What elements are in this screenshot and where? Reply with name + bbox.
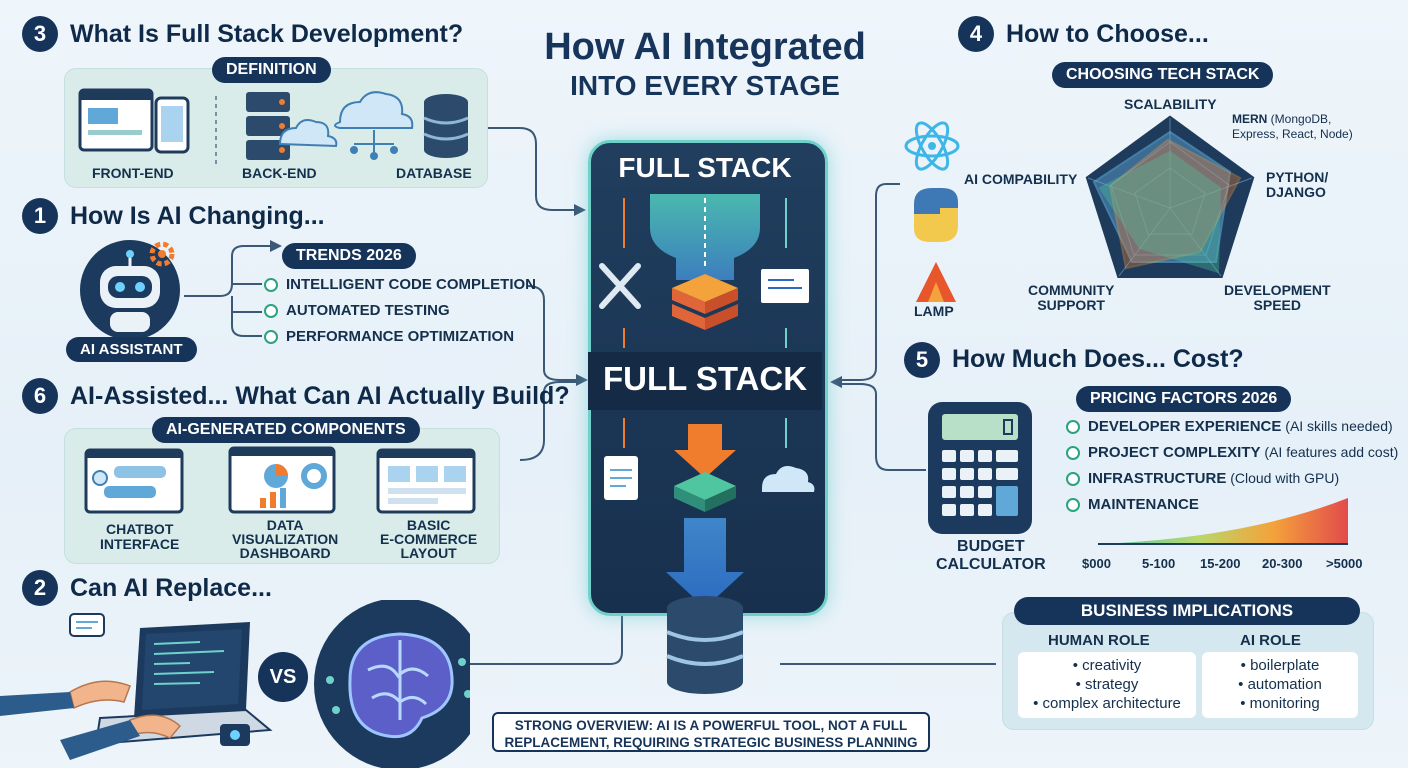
phone-icon <box>220 724 250 746</box>
brain-icon <box>314 600 470 768</box>
radar-chart <box>1085 115 1255 278</box>
hands-icon <box>0 680 182 760</box>
components-pill: AI-GENERATED COMPONENTS <box>152 417 420 443</box>
backend-label: BACK-END <box>242 165 317 181</box>
trends-pill: TRENDS 2026 <box>282 243 416 269</box>
pricing-factor: INFRASTRUCTURE (Cloud with GPU) <box>1066 470 1339 487</box>
section-6-number: 6 <box>22 378 58 414</box>
ai-assistant-badge: AI ASSISTANT <box>66 337 197 362</box>
ai-role-list: • boilerplate• automation• monitoring <box>1202 652 1358 718</box>
human-vs-ai-illustration <box>0 600 470 768</box>
database-label: DATABASE <box>396 165 472 181</box>
bullet-icon <box>1066 498 1080 513</box>
section-3-number: 3 <box>22 16 58 52</box>
trend-label: INTELLIGENT CODE COMPLETION <box>286 276 536 293</box>
react-icon <box>904 121 960 171</box>
bullet-icon <box>1066 446 1080 461</box>
layers-icon <box>672 274 738 330</box>
cloud-network-icon <box>334 91 414 160</box>
frontend-icon <box>78 88 190 154</box>
trend-item: AUTOMATED TESTING <box>264 302 450 319</box>
pricing-factor: DEVELOPER EXPERIENCE (AI skills needed) <box>1066 418 1393 435</box>
bullet-icon <box>1066 472 1080 487</box>
database-icon <box>423 94 469 158</box>
pricing-factor: MAINTENANCE <box>1066 496 1199 513</box>
pricing-factor: PROJECT COMPLEXITY (AI features add cost… <box>1066 444 1398 461</box>
vs-label: VS <box>269 665 297 688</box>
component-icons <box>84 446 476 514</box>
section-2-heading: Can AI Replace... <box>70 574 272 602</box>
ai-role-heading: AI ROLE <box>1240 632 1301 649</box>
bullet-icon <box>1066 420 1080 435</box>
python-icon <box>914 188 958 242</box>
bullet-icon <box>264 330 278 345</box>
lamp-label: LAMP <box>914 303 954 319</box>
section-5-number: 5 <box>904 342 940 378</box>
mern-label: MERN (MongoDB, Express, React, Node) <box>1232 112 1353 141</box>
monitor-icon <box>759 267 811 305</box>
bullet-icon <box>264 304 278 319</box>
document-icon <box>604 456 638 500</box>
human-role-heading: HUMAN ROLE <box>1048 632 1150 649</box>
trend-item: PERFORMANCE OPTIMIZATION <box>264 328 514 345</box>
tech-stack-pill: CHOOSING TECH STACK <box>1052 62 1274 88</box>
definition-pill: DEFINITION <box>212 57 331 83</box>
lamp-icon <box>916 262 956 302</box>
bullet-icon <box>264 278 278 293</box>
axis-scalability: SCALABILITY <box>1124 96 1217 112</box>
section-3-heading: What Is Full Stack Development? <box>70 20 464 48</box>
ecommerce-window-icon <box>376 448 476 514</box>
trend-label: PERFORMANCE OPTIMIZATION <box>286 328 515 345</box>
pricing-pill: PRICING FACTORS 2026 <box>1076 386 1292 412</box>
section-1-heading: How Is AI Changing... <box>70 202 325 230</box>
robot-assistant-icon <box>80 240 180 340</box>
section-4-number: 4 <box>958 16 994 52</box>
overview-banner: STRONG OVERVIEW: AI IS A POWERFUL TOOL, … <box>492 712 930 752</box>
backend-icon <box>246 92 338 160</box>
green-layers-icon <box>674 472 736 512</box>
pipeline-graphic <box>588 194 822 608</box>
definition-icons <box>78 88 469 166</box>
tech-logos <box>904 121 960 302</box>
frontend-label: FRONT-END <box>92 165 174 181</box>
axis-ai-compability: AI COMPABILITY <box>964 171 1078 187</box>
tools-icon <box>599 263 641 309</box>
chat-bubble-icon <box>69 613 105 637</box>
chatbot-window-icon <box>84 448 184 514</box>
cloud-icon <box>762 466 815 492</box>
section-2-number: 2 <box>22 570 58 606</box>
business-pill: BUSINESS IMPLICATIONS <box>1014 597 1360 625</box>
section-1-number: 1 <box>22 198 58 234</box>
trend-item: INTELLIGENT CODE COMPLETION <box>264 276 536 293</box>
python-django-label: PYTHON/DJANGO <box>1266 169 1329 200</box>
section-6-heading: AI-Assisted... What Can AI Actually Buil… <box>70 382 570 410</box>
cost-gradient-bar <box>1098 498 1348 545</box>
main-title: How AI Integrated INTO EVERY STAGE <box>500 26 910 104</box>
full-stack-top-label: FULL STACK <box>618 152 792 183</box>
title-line-1: How AI Integrated <box>544 26 866 68</box>
central-database-icon <box>666 596 744 694</box>
human-role-list: • creativity• strategy• complex architec… <box>1018 652 1196 718</box>
dashboard-window-icon <box>228 446 336 514</box>
section-5-heading: How Much Does... Cost? <box>952 345 1244 373</box>
vs-badge: VS <box>258 652 308 702</box>
trend-label: AUTOMATED TESTING <box>286 302 450 319</box>
full-stack-mid-label: FULL STACK <box>602 360 808 397</box>
section-4-heading: How to Choose... <box>1006 20 1209 48</box>
title-line-2: INTO EVERY STAGE <box>570 70 840 101</box>
calculator-icon <box>928 402 1032 534</box>
